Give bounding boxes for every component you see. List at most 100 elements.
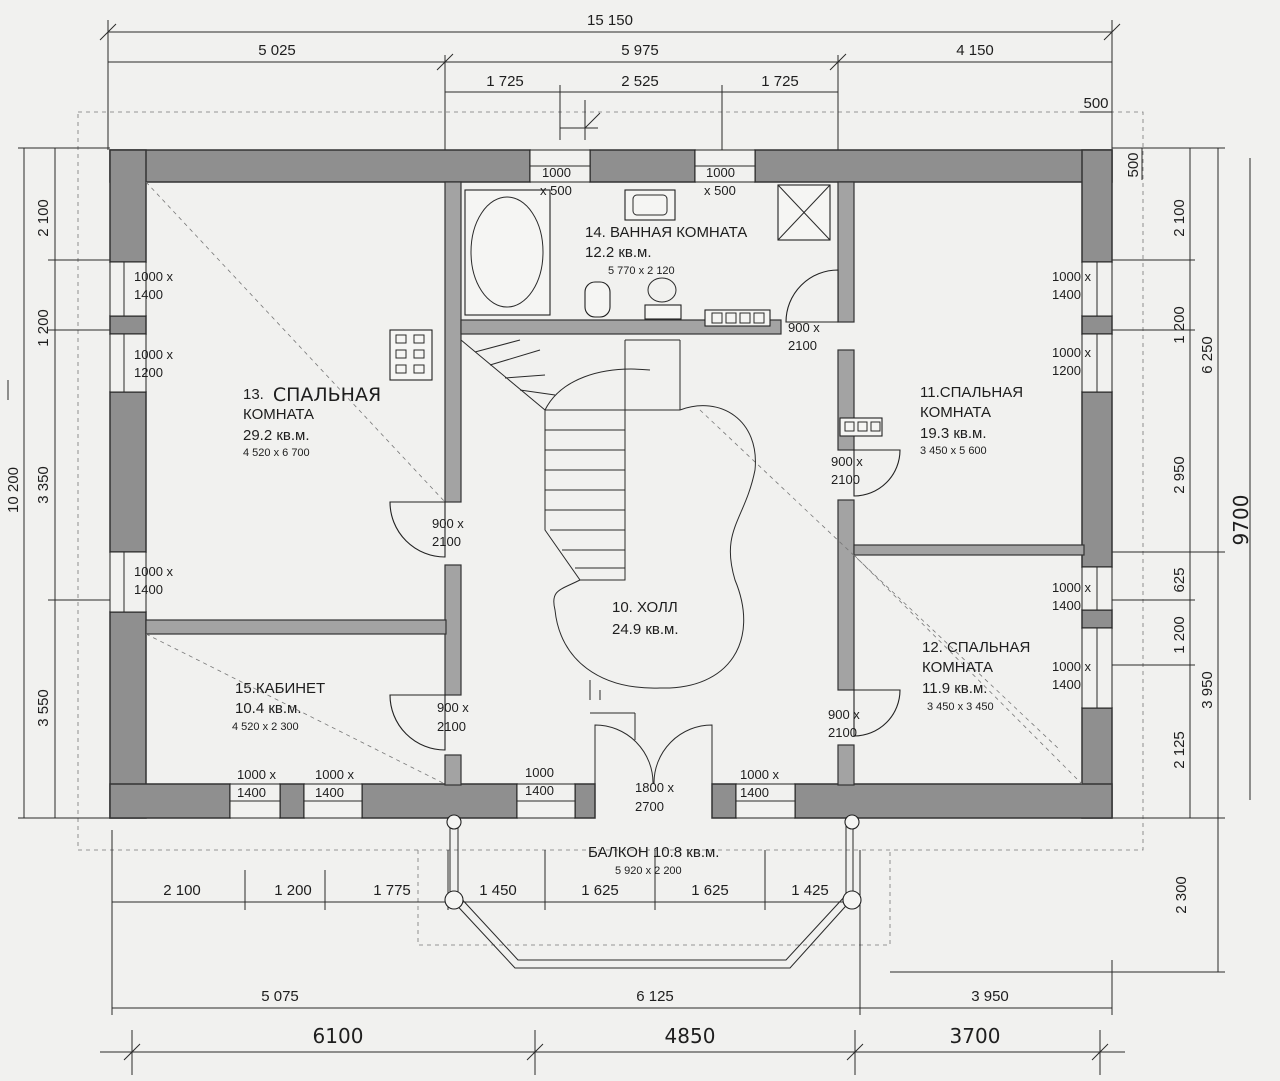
room12-size: 3 450 x 3 450 [927, 701, 994, 713]
room-bedroom-12: 12. СПАЛЬНАЯ КОМНАТА 11.9 кв.м. 3 450 x … [922, 639, 1030, 713]
dim-right-5: 1 200 [1171, 616, 1188, 654]
win-left-2-l1: 1000 x [134, 347, 174, 362]
win-right-4-l2: 1400 [1052, 677, 1081, 692]
room11-area: 19.3 кв.м. [920, 425, 987, 442]
win-left-1-l1: 1000 x [134, 269, 174, 284]
dims-bottom: 2 100 1 200 1 775 1 450 1 625 1 625 1 42… [100, 830, 1125, 1075]
dim-right2-3: 2 300 [1173, 876, 1190, 914]
door-bath-l2: 2100 [788, 338, 817, 353]
room-balcony: БАЛКОН 10.8 кв.м. 5 920 x 2 200 [588, 844, 719, 877]
win-right-4-l1: 1000 x [1052, 659, 1092, 674]
win-left-3-l1: 1000 x [134, 564, 174, 579]
win-bottom-2-l1: 1000 x [315, 767, 355, 782]
opening-labels: 1000 x 500 1000 x 500 1000 x 1400 1000 x… [134, 165, 1092, 814]
dim-top-2: 5 975 [621, 42, 659, 59]
room14-size: 5 770 x 2 120 [608, 265, 675, 277]
room12-name2: КОМНАТА [922, 659, 993, 676]
win-left-3-l2: 1400 [134, 582, 163, 597]
dim-wall-right: 500 [1125, 152, 1142, 177]
room-office-15: 15.КАБИНЕТ 10.4 кв.м. 4 520 x 2 300 [232, 680, 325, 733]
room14-area: 12.2 кв.м. [585, 244, 652, 261]
win-top-1-l1: 1000 [542, 165, 571, 180]
door-bedroom11-l2: 2100 [831, 472, 860, 487]
office-area: 10.4 кв.м. [235, 700, 302, 717]
vent-block-icon [389, 329, 433, 381]
dim-left-3: 3 350 [35, 466, 52, 504]
balcony-name: БАЛКОН 10.8 кв.м. [588, 844, 719, 861]
room12-area: 11.9 кв.м. [922, 680, 987, 697]
room-bedroom-11: 11.СПАЛЬНАЯ КОМНАТА 19.3 кв.м. 3 450 x 5… [920, 384, 1023, 457]
bidet-icon [644, 304, 682, 320]
door-balcony-l1: 1800 x [635, 780, 675, 795]
room-bedroom-13: 13. СПАЛЬНАЯ КОМНАТА 29.2 кв.м. 4 520 x … [243, 384, 381, 459]
bathtub-icon [464, 189, 551, 316]
win-bottom-1-l2: 1400 [237, 785, 266, 800]
dim-bottom-3: 1 775 [373, 882, 411, 899]
door-balcony-l2: 2700 [635, 799, 664, 814]
door-office-l1: 900 x [437, 700, 469, 715]
door-bedroom11-l1: 900 x [831, 454, 863, 469]
dim-top-3: 4 150 [956, 42, 994, 59]
dim-right-4: 625 [1171, 567, 1188, 592]
win-right-2-l1: 1000 x [1052, 345, 1092, 360]
balcony-size: 5 920 x 2 200 [615, 865, 682, 877]
windows [109, 149, 1113, 819]
dim-right-hand: 9700 [1229, 495, 1253, 546]
door-bedroom12-l2: 2100 [828, 725, 857, 740]
room11-name2: КОМНАТА [920, 404, 991, 421]
fixtures [389, 184, 883, 437]
room12-name: 12. СПАЛЬНАЯ [922, 639, 1030, 656]
outline-dashed [77, 111, 1144, 851]
dim-bottom-5: 1 625 [581, 882, 619, 899]
vent-block-right-icon [839, 417, 883, 437]
dim-bottom2-2: 6 125 [636, 988, 674, 1005]
dim-wall-top: 500 [1083, 95, 1108, 112]
dim-bottom2-1: 5 075 [261, 988, 299, 1005]
win-bottom-3-l1: 1000 [525, 765, 554, 780]
room-bathroom-14: 14. ВАННАЯ КОМНАТА 12.2 кв.м. 5 770 x 2 … [585, 224, 747, 277]
dim-top-inner-3: 1 725 [761, 73, 799, 90]
room13-number: 13. [243, 386, 264, 403]
hall-name: 10. ХОЛЛ [612, 599, 678, 616]
dim-left-4: 3 550 [35, 689, 52, 727]
dim-bottom-2: 1 200 [274, 882, 312, 899]
dim-top-inner-2: 2 525 [621, 73, 659, 90]
toilet-icon [584, 281, 611, 318]
win-bottom-2-l2: 1400 [315, 785, 344, 800]
balcony [444, 814, 862, 969]
staircase [460, 339, 756, 689]
win-left-2-l2: 1200 [134, 365, 163, 380]
room-hall-10: 10. ХОЛЛ 24.9 кв.м. [612, 599, 679, 638]
dim-bottom-6: 1 625 [691, 882, 729, 899]
room11-name: 11.СПАЛЬНАЯ [920, 384, 1023, 401]
doors [389, 269, 901, 785]
door-office-l2: 2100 [437, 719, 466, 734]
dims-top: 15 150 5 025 5 975 4 150 1 725 2 525 1 7… [99, 12, 1121, 150]
radiator-icon [704, 309, 771, 327]
win-right-3-l1: 1000 x [1052, 580, 1092, 595]
win-bottom-4-l1: 1000 x [740, 767, 780, 782]
dim-top-inner-1: 1 725 [486, 73, 524, 90]
win-right-1-l2: 1400 [1052, 287, 1081, 302]
dim-bottom-hand-1: 6100 [313, 1024, 364, 1048]
win-right-3-l2: 1400 [1052, 598, 1081, 613]
dim-bottom2-3: 3 950 [971, 988, 1009, 1005]
door-bath-l1: 900 x [788, 320, 820, 335]
win-bottom-1-l1: 1000 x [237, 767, 277, 782]
hall-area: 24.9 кв.м. [612, 621, 679, 638]
dims-left: 10 200 2 100 1 200 3 350 3 550 [5, 147, 110, 819]
door-bedroom13-l1: 900 x [432, 516, 464, 531]
dim-right2-2: 3 950 [1199, 671, 1216, 709]
win-bottom-4-l2: 1400 [740, 785, 769, 800]
dim-bottom-4: 1 450 [479, 882, 517, 899]
win-right-2-l2: 1200 [1052, 363, 1081, 378]
room13-area: 29.2 кв.м. [243, 427, 310, 444]
win-top-2-l2: x 500 [704, 183, 736, 198]
dim-right2-1: 6 250 [1199, 336, 1216, 374]
dim-top-1: 5 025 [258, 42, 296, 59]
win-bottom-3-l2: 1400 [525, 783, 554, 798]
win-right-1-l1: 1000 x [1052, 269, 1092, 284]
dim-bottom-1: 2 100 [163, 882, 201, 899]
dim-bottom-hand-3: 3700 [950, 1024, 1001, 1048]
